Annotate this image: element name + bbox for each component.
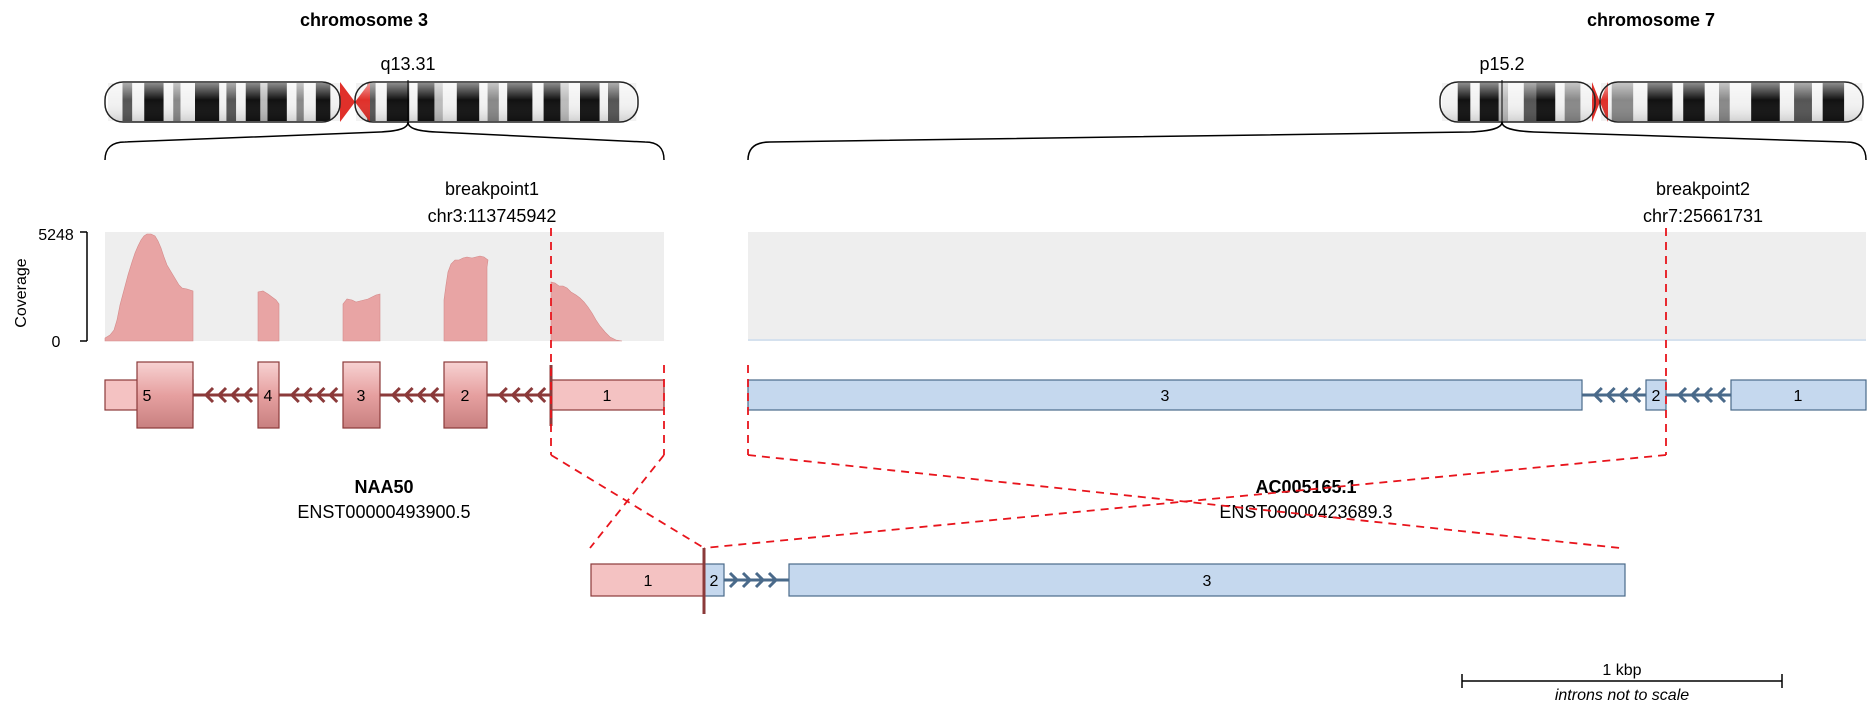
gene2-exon-2 — [1645, 379, 1667, 411]
strand-arrow-icon — [390, 386, 401, 404]
chromosome-3-zoom-brace — [104, 121, 665, 161]
gene1-exon-1 — [550, 379, 665, 411]
strand-arrow-icon — [302, 386, 313, 404]
strand-arrow-icon — [229, 386, 241, 404]
gene2-transcript: ENST00000423689.3 — [1219, 502, 1392, 522]
strand-arrow-icon — [403, 386, 414, 404]
gene1-exon-4-label: 4 — [264, 388, 273, 405]
strand-arrow-icon — [1592, 386, 1603, 404]
strand-arrow-icon — [315, 386, 326, 404]
chromosome-3-title: chromosome 3 — [300, 10, 428, 30]
strand-arrow-icon — [1689, 386, 1701, 404]
strand-arrow-icon — [728, 571, 740, 589]
strand-arrow-icon — [216, 386, 228, 404]
gene2-exon-2-label: 2 — [1652, 388, 1661, 405]
gene2-exon-3-label: 3 — [1161, 388, 1170, 405]
strand-arrow-icon — [741, 571, 753, 589]
gene1-exon-1-label: 1 — [603, 388, 612, 405]
strand-arrow-icon — [289, 386, 300, 404]
scale-bar-label: 1 kbp — [1602, 662, 1641, 679]
strand-arrow-icon — [1631, 386, 1642, 404]
coverage-min-tick: 0 — [52, 334, 61, 351]
strand-arrow-icon — [1676, 386, 1688, 404]
breakpoint2-label: breakpoint2 — [1656, 179, 1750, 199]
gene2-exon-1 — [1730, 379, 1867, 411]
chromosome-7-band: p15.2 — [1479, 54, 1524, 74]
scale-bar: 1 kbp introns not to scale — [1461, 662, 1783, 704]
gene1-exon-3-label: 3 — [357, 388, 366, 405]
gene2-exon-3 — [747, 379, 1583, 411]
gene1-symbol: NAA50 — [354, 477, 413, 497]
breakpoint1-position: chr3:113745942 — [428, 206, 557, 226]
gene-naa50-model: 5 4 3 2 1 — [104, 361, 665, 429]
strand-arrow-icon — [497, 386, 508, 404]
gene1-exon-2-label: 2 — [461, 388, 470, 405]
gene1-exon-2 — [443, 361, 488, 429]
strand-arrow-icon — [328, 386, 339, 404]
chromosome-3-centromere — [340, 82, 355, 122]
coverage-axis-label: Coverage — [13, 258, 30, 327]
chromosome-3-band: q13.31 — [380, 54, 435, 74]
strand-arrow-icon — [536, 386, 547, 404]
chromosome-3-ideogram — [104, 80, 639, 124]
fusion-exon-1 — [590, 563, 705, 597]
chromosome-7-zoom-brace — [747, 121, 1867, 161]
coverage-profile-gene1 — [104, 233, 623, 342]
gene2-symbol: AC005165.1 — [1255, 477, 1356, 497]
fusion-exon-2-label: 2 — [710, 573, 719, 590]
strand-arrow-icon — [429, 386, 440, 404]
strand-arrow-icon — [510, 386, 521, 404]
coverage-axis: 5248 0 Coverage — [13, 227, 88, 351]
chromosome-7-title: chromosome 7 — [1587, 10, 1715, 30]
gene1-exon-5-label: 5 — [143, 388, 152, 405]
strand-arrow-icon — [203, 386, 215, 404]
strand-arrow-icon — [767, 571, 779, 589]
strand-arrow-icon — [416, 386, 427, 404]
strand-arrow-icon — [1715, 386, 1727, 404]
gene1-transcript: ENST00000493900.5 — [297, 502, 470, 522]
breakpoint1-label: breakpoint1 — [445, 179, 539, 199]
strand-arrow-icon — [1605, 386, 1616, 404]
gene2-exon-1-label: 1 — [1794, 388, 1803, 405]
fusion-transcript-model: 1 2 3 — [590, 548, 1626, 614]
gene-ac005165-model: 3 2 1 — [747, 379, 1867, 411]
gene1-exon-5 — [136, 361, 194, 429]
breakpoint-lines — [550, 228, 1667, 549]
gene1-exon-3 — [342, 361, 381, 429]
chromosome-7-ideogram — [1439, 80, 1864, 124]
fusion-exon-3-label: 3 — [1203, 573, 1212, 590]
coverage-track-gene2-background — [748, 232, 1866, 341]
strand-arrow-icon — [523, 386, 534, 404]
scale-bar-note: introns not to scale — [1555, 687, 1689, 704]
strand-arrow-icon — [754, 571, 766, 589]
strand-arrow-icon — [1702, 386, 1714, 404]
coverage-max-tick: 5248 — [38, 227, 74, 244]
gene1-exon-4 — [257, 361, 280, 429]
coverage-profile-gene2 — [748, 339, 1866, 341]
fusion-exon-3 — [788, 563, 1626, 597]
breakpoint2-position: chr7:25661731 — [1643, 206, 1763, 226]
strand-arrow-icon — [1618, 386, 1629, 404]
fusion-exon-1-label: 1 — [644, 573, 653, 590]
strand-arrow-icon — [242, 386, 254, 404]
